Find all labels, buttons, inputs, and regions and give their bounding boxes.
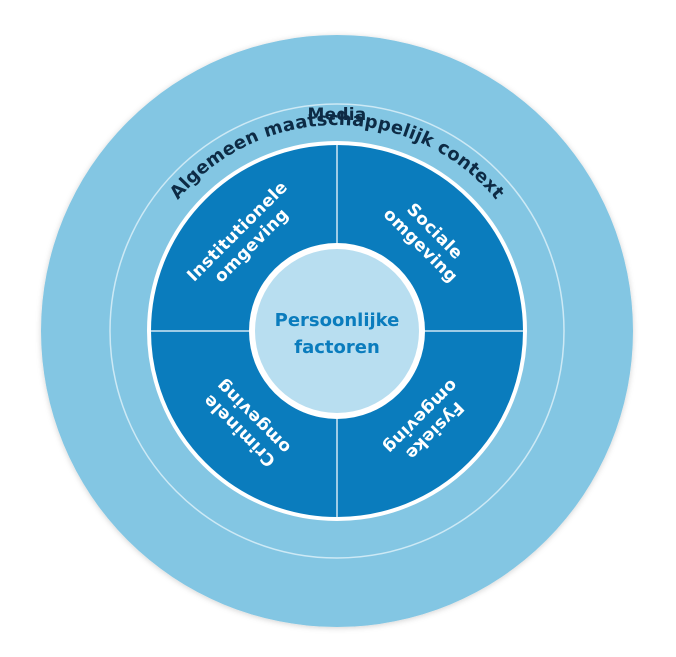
center-label-line2: factoren: [294, 337, 380, 358]
media-ring-label: Media: [308, 105, 367, 125]
center-circle: [255, 249, 419, 413]
center-label-line1: Persoonlijke: [275, 310, 400, 331]
segment-disc-outline: [147, 141, 527, 521]
media-ring-divider: [109, 103, 565, 559]
